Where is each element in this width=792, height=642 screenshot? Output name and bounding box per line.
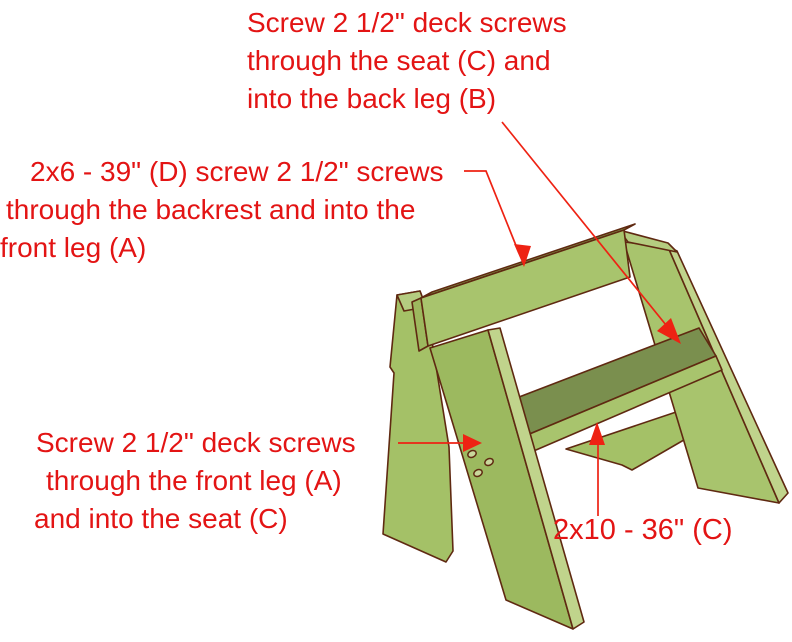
annotation-line: 2x10 - 36" (C) bbox=[553, 514, 733, 546]
annotation-backrest-to-front-leg: 2x6 - 39" (D) screw 2 1/2" screws throug… bbox=[0, 153, 444, 267]
arrowhead-seat-label bbox=[589, 422, 605, 445]
screw-hole bbox=[484, 457, 494, 467]
annotation-line: into the back leg (B) bbox=[247, 83, 497, 114]
screw-hole bbox=[467, 449, 477, 459]
annotation-line: Screw 2 1/2" deck screws bbox=[247, 7, 567, 38]
arrowhead-front-leg bbox=[463, 434, 482, 452]
annotation-seat-to-back-leg: Screw 2 1/2" deck screws through the sea… bbox=[247, 4, 567, 118]
annotation-line: through the seat (C) and bbox=[247, 45, 551, 76]
annotation-line: through the backrest and into the bbox=[6, 194, 416, 225]
annotation-front-leg-to-seat: Screw 2 1/2" deck screws through the fro… bbox=[0, 424, 356, 538]
screw-hole bbox=[473, 468, 483, 478]
annotation-line: and into the seat (C) bbox=[34, 503, 288, 534]
backrest-front-face bbox=[420, 229, 631, 347]
annotation-line: through the front leg (A) bbox=[46, 465, 342, 496]
front-left-leg-edge bbox=[487, 327, 585, 630]
arrow-line-seat-to-backleg bbox=[501, 121, 667, 326]
arrowhead-backrest bbox=[514, 244, 531, 267]
annotation-line: 2x6 - 39" (D) screw 2 1/2" screws bbox=[30, 156, 444, 187]
arrowhead-seat-to-backleg bbox=[657, 318, 681, 344]
arrow-line-backrest bbox=[464, 170, 520, 254]
annotation-line: Screw 2 1/2" deck screws bbox=[36, 427, 356, 458]
annotation-line: front leg (A) bbox=[0, 232, 147, 263]
annotation-seat-size-label: 2x10 - 36" (C) bbox=[553, 511, 733, 549]
